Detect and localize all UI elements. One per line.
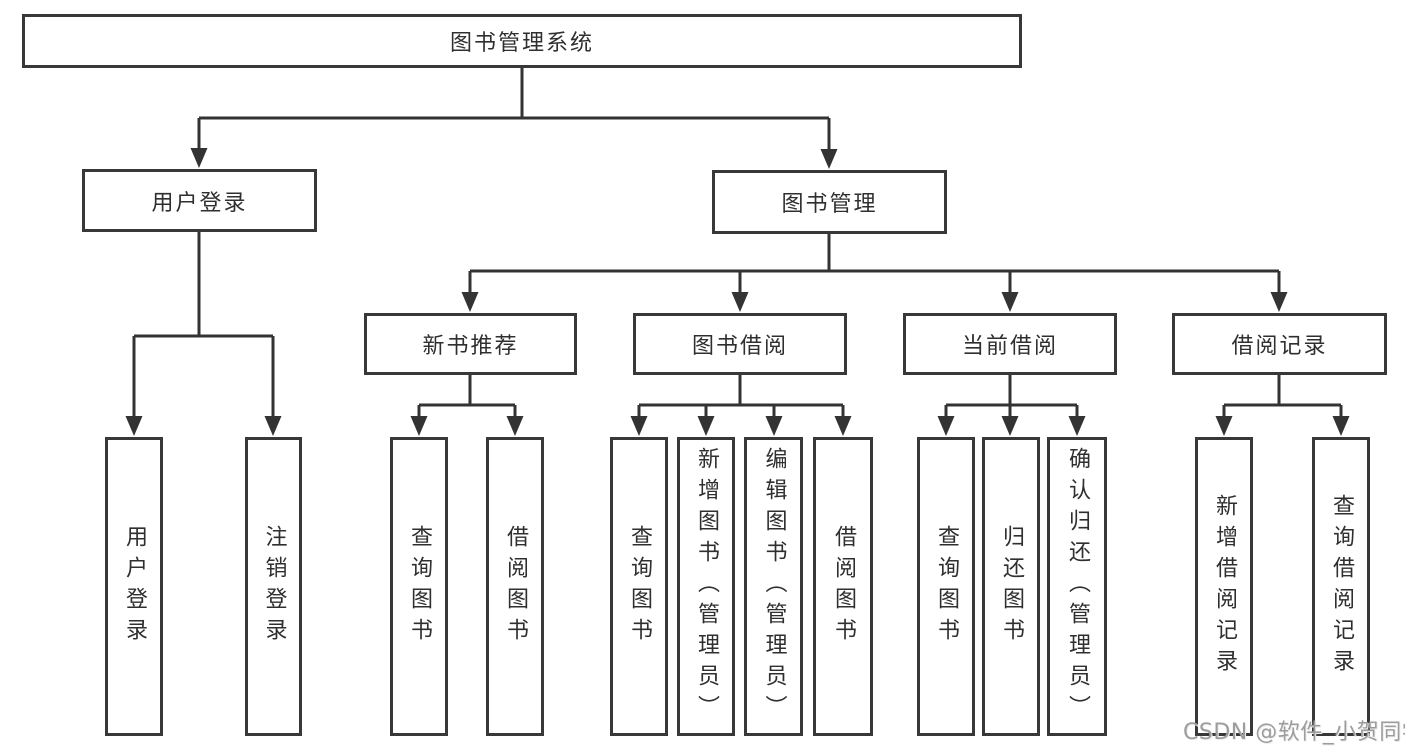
node-library-management-system: 图书管理系统 [22,14,1022,68]
node-new-book-recommend: 新书推荐 [364,313,577,375]
leaf-label: 确认归还（管理员） [1065,447,1090,726]
node-user-login: 用户登录 [82,169,317,232]
leaf-label: 查询图书 [627,524,652,649]
node-borrow-records: 借阅记录 [1172,313,1387,375]
node-label: 图书管理 [781,192,878,217]
node-current-borrowing: 当前借阅 [903,313,1117,375]
leaf-query-borrow-record: 查询借阅记录 [1312,437,1370,736]
leaf-label: 查询借阅记录 [1329,493,1354,680]
leaf-borrow-books-borrowing: 借阅图书 [813,437,873,736]
node-label: 新书推荐 [422,334,519,359]
node-book-management: 图书管理 [712,170,947,234]
leaf-add-borrow-record: 新增借阅记录 [1195,437,1253,736]
leaf-borrow-books-recommend: 借阅图书 [486,437,544,736]
leaf-query-books-current: 查询图书 [917,437,975,736]
leaf-return-books: 归还图书 [982,437,1040,736]
leaf-query-books-borrowing: 查询图书 [610,437,668,736]
leaf-add-books-admin: 新增图书（管理员） [677,437,735,736]
leaf-label: 新增借阅记录 [1212,493,1237,680]
arrowheads [125,148,1350,436]
leaf-label: 编辑图书（管理员） [761,447,787,726]
leaf-label: 注销登录 [261,524,287,649]
leaf-logout: 注销登录 [245,437,302,736]
csdn-watermark: CSDN @软件_小贺同学 [1183,720,1405,745]
connector-stems-rails [132,68,1343,420]
leaf-label: 归还图书 [999,524,1024,649]
node-label: 当前借阅 [961,334,1058,359]
node-label: 用户登录 [151,190,248,216]
leaf-query-books-recommend: 查询图书 [390,437,448,736]
leaf-confirm-return-admin: 确认归还（管理员） [1047,437,1107,736]
leaf-label: 借阅图书 [503,524,528,649]
node-label: 图书借阅 [691,334,788,359]
node-book-borrowing: 图书借阅 [633,313,847,375]
node-label: 借阅记录 [1231,334,1328,359]
leaf-label: 查询图书 [934,524,959,649]
leaf-label: 查询图书 [407,524,432,649]
leaf-label: 借阅图书 [831,524,856,649]
node-label: 图书管理系统 [449,31,594,56]
leaf-user-login: 用户登录 [105,437,163,736]
leaf-label: 用户登录 [122,524,147,649]
leaf-label: 新增图书（管理员） [694,447,719,726]
leaf-edit-books-admin: 编辑图书（管理员） [744,437,803,736]
